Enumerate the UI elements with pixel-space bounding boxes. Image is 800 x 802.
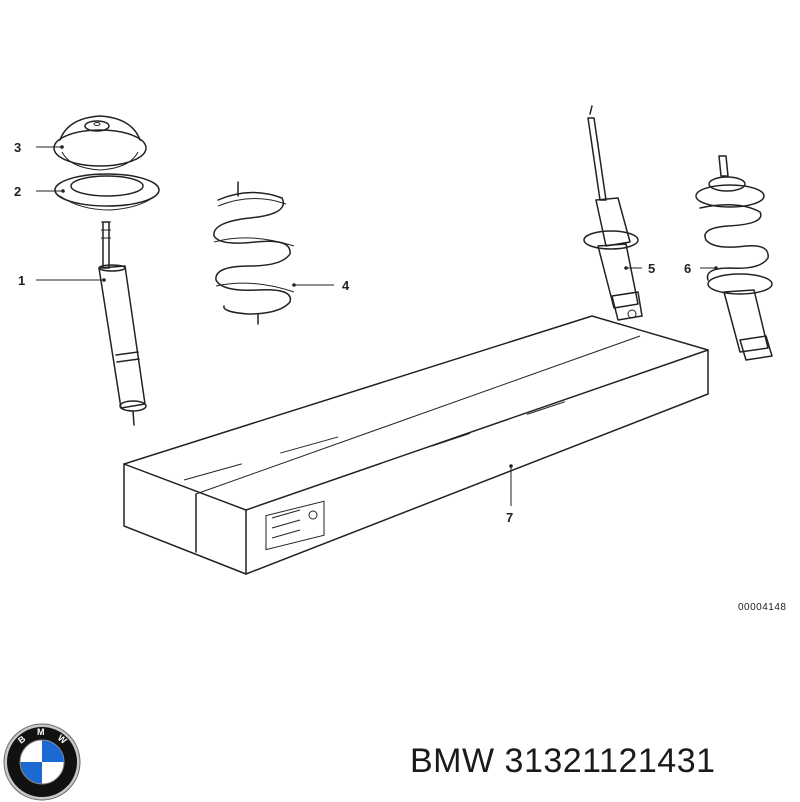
leader-lines <box>36 145 718 506</box>
svg-text:B: B <box>16 733 28 745</box>
figure-code: 00004148 <box>738 602 787 613</box>
callout-number: 2 <box>14 184 21 199</box>
svg-text:M: M <box>37 727 45 737</box>
coil-spring <box>213 181 295 325</box>
callout-number: 5 <box>648 261 655 276</box>
callout-number: 3 <box>14 140 21 155</box>
rear-shock-absorber <box>583 105 643 321</box>
part-caption: BMW 31321121431 <box>410 742 716 780</box>
callout-number: 4 <box>342 278 350 293</box>
callout-number: 1 <box>18 273 25 288</box>
callout-number: 7 <box>506 510 513 525</box>
coilover-assembly <box>695 155 773 361</box>
packaging-box <box>123 315 709 575</box>
callout-number: 6 <box>684 261 691 276</box>
shock-absorber-strut <box>98 221 147 426</box>
spring-seat-ring <box>54 173 160 211</box>
top-mount <box>53 115 147 171</box>
bmw-logo-icon: B M W <box>3 723 81 801</box>
